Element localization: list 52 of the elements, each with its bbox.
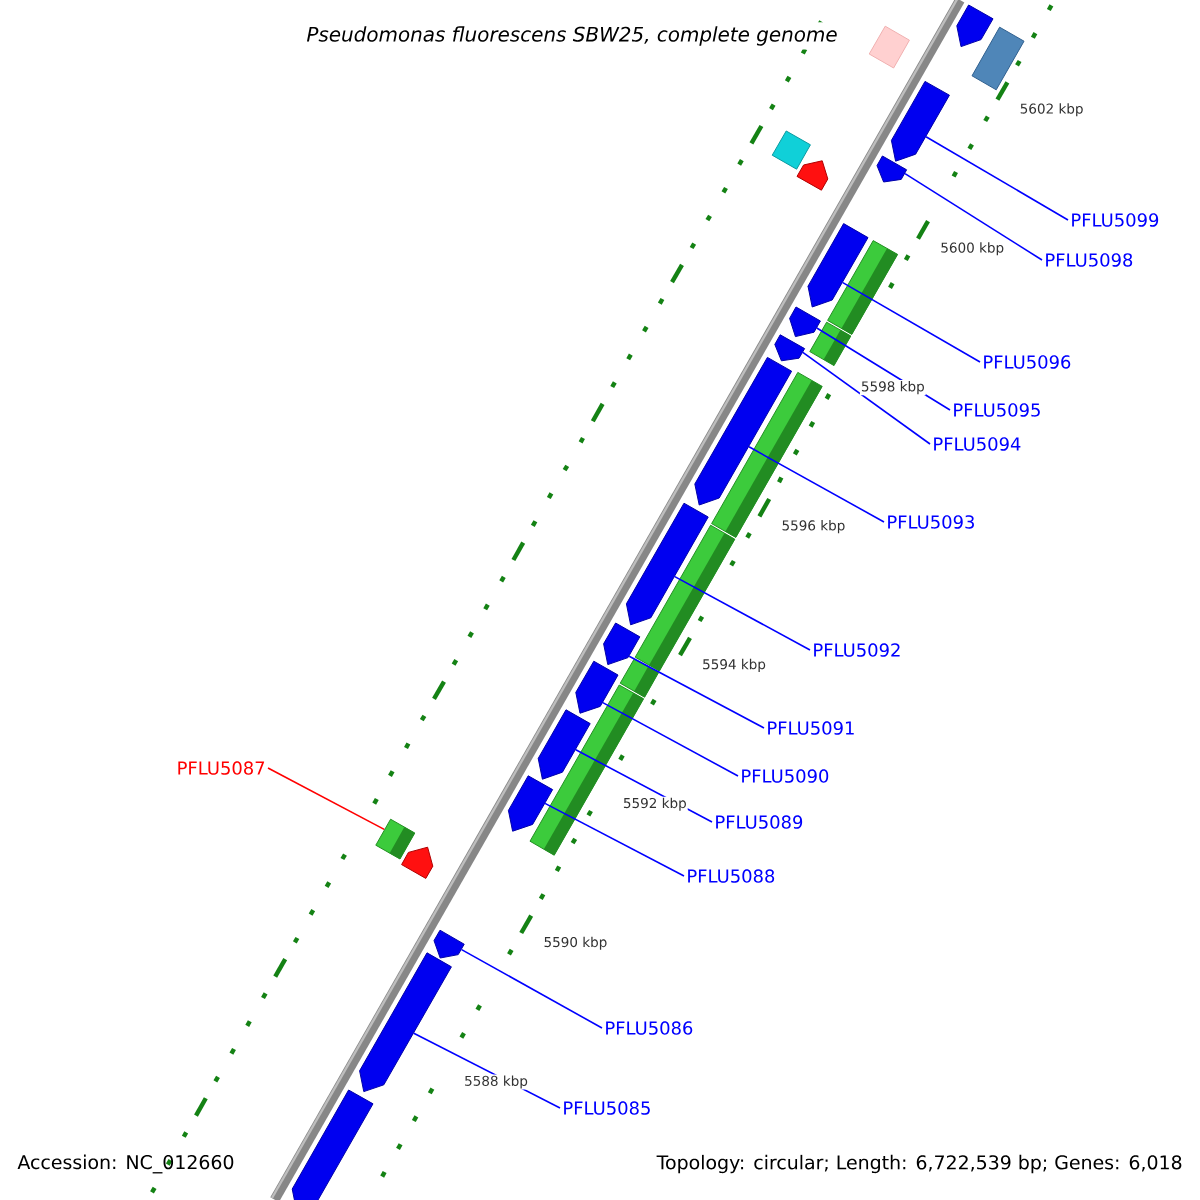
leader-line <box>904 172 1043 261</box>
gene-feature <box>956 4 994 48</box>
genome-info-text: Topology: circular; Length: 6,722,539 bp; Genes: 6,018 <box>656 1154 1182 1174</box>
gene-label: PFLU5091 <box>768 721 854 735</box>
gene-feature <box>507 775 554 832</box>
leader-line <box>925 136 1069 221</box>
gene-label: PFLU5085 <box>564 1101 650 1115</box>
gene-feature <box>876 155 908 183</box>
gene-feature <box>809 321 852 367</box>
gene-feature <box>401 846 434 879</box>
gene-feature <box>789 306 821 338</box>
gene-feature <box>827 240 899 335</box>
gene-feature <box>537 709 591 780</box>
leader-line <box>674 575 811 651</box>
gene-label: PFLU5099 <box>1072 213 1159 227</box>
gene-feature <box>575 660 619 714</box>
gene-feature <box>890 80 950 162</box>
gene-feature <box>868 25 910 69</box>
gene-feature <box>359 952 452 1093</box>
gene-feature <box>603 622 641 666</box>
gene-feature <box>634 524 736 672</box>
accession-text: Accession: NC_012660 <box>17 1154 234 1174</box>
leader-line <box>602 701 739 777</box>
gene-feature <box>771 130 811 170</box>
gene-label: PFLU5093 <box>888 515 974 529</box>
gene-label: PFLU5086 <box>606 1021 693 1035</box>
gene-label: PFLU5098 <box>1046 253 1133 267</box>
gene-feature <box>291 1089 374 1200</box>
gene-feature <box>796 160 829 191</box>
leader-line <box>544 802 685 877</box>
gene-feature <box>375 818 416 860</box>
leader-line <box>842 281 981 363</box>
gene-label: PFLU5092 <box>814 643 900 657</box>
gene-feature <box>807 223 869 308</box>
leader-line <box>802 351 931 445</box>
gene-feature <box>694 356 793 506</box>
leader-line <box>267 767 385 831</box>
title: Pseudomonas fluorescens SBW25, complete genome <box>302 22 842 50</box>
gene-label: PFLU5087 <box>178 761 265 775</box>
gene-feature <box>971 26 1025 91</box>
gene-label: PFLU5088 <box>688 869 775 883</box>
leader-line <box>748 446 885 523</box>
gene-label: PFLU5096 <box>984 355 1071 369</box>
gene-label: PFLU5089 <box>716 815 803 829</box>
gene-label: PFLU5095 <box>954 403 1040 417</box>
gene-label: PFLU5094 <box>934 437 1021 451</box>
gene-feature <box>433 929 465 959</box>
gene-feature <box>774 334 806 362</box>
gene-feature <box>625 502 709 626</box>
leader-line <box>460 948 603 1029</box>
leader-line <box>628 655 765 729</box>
gene-label: PFLU5090 <box>742 769 829 783</box>
